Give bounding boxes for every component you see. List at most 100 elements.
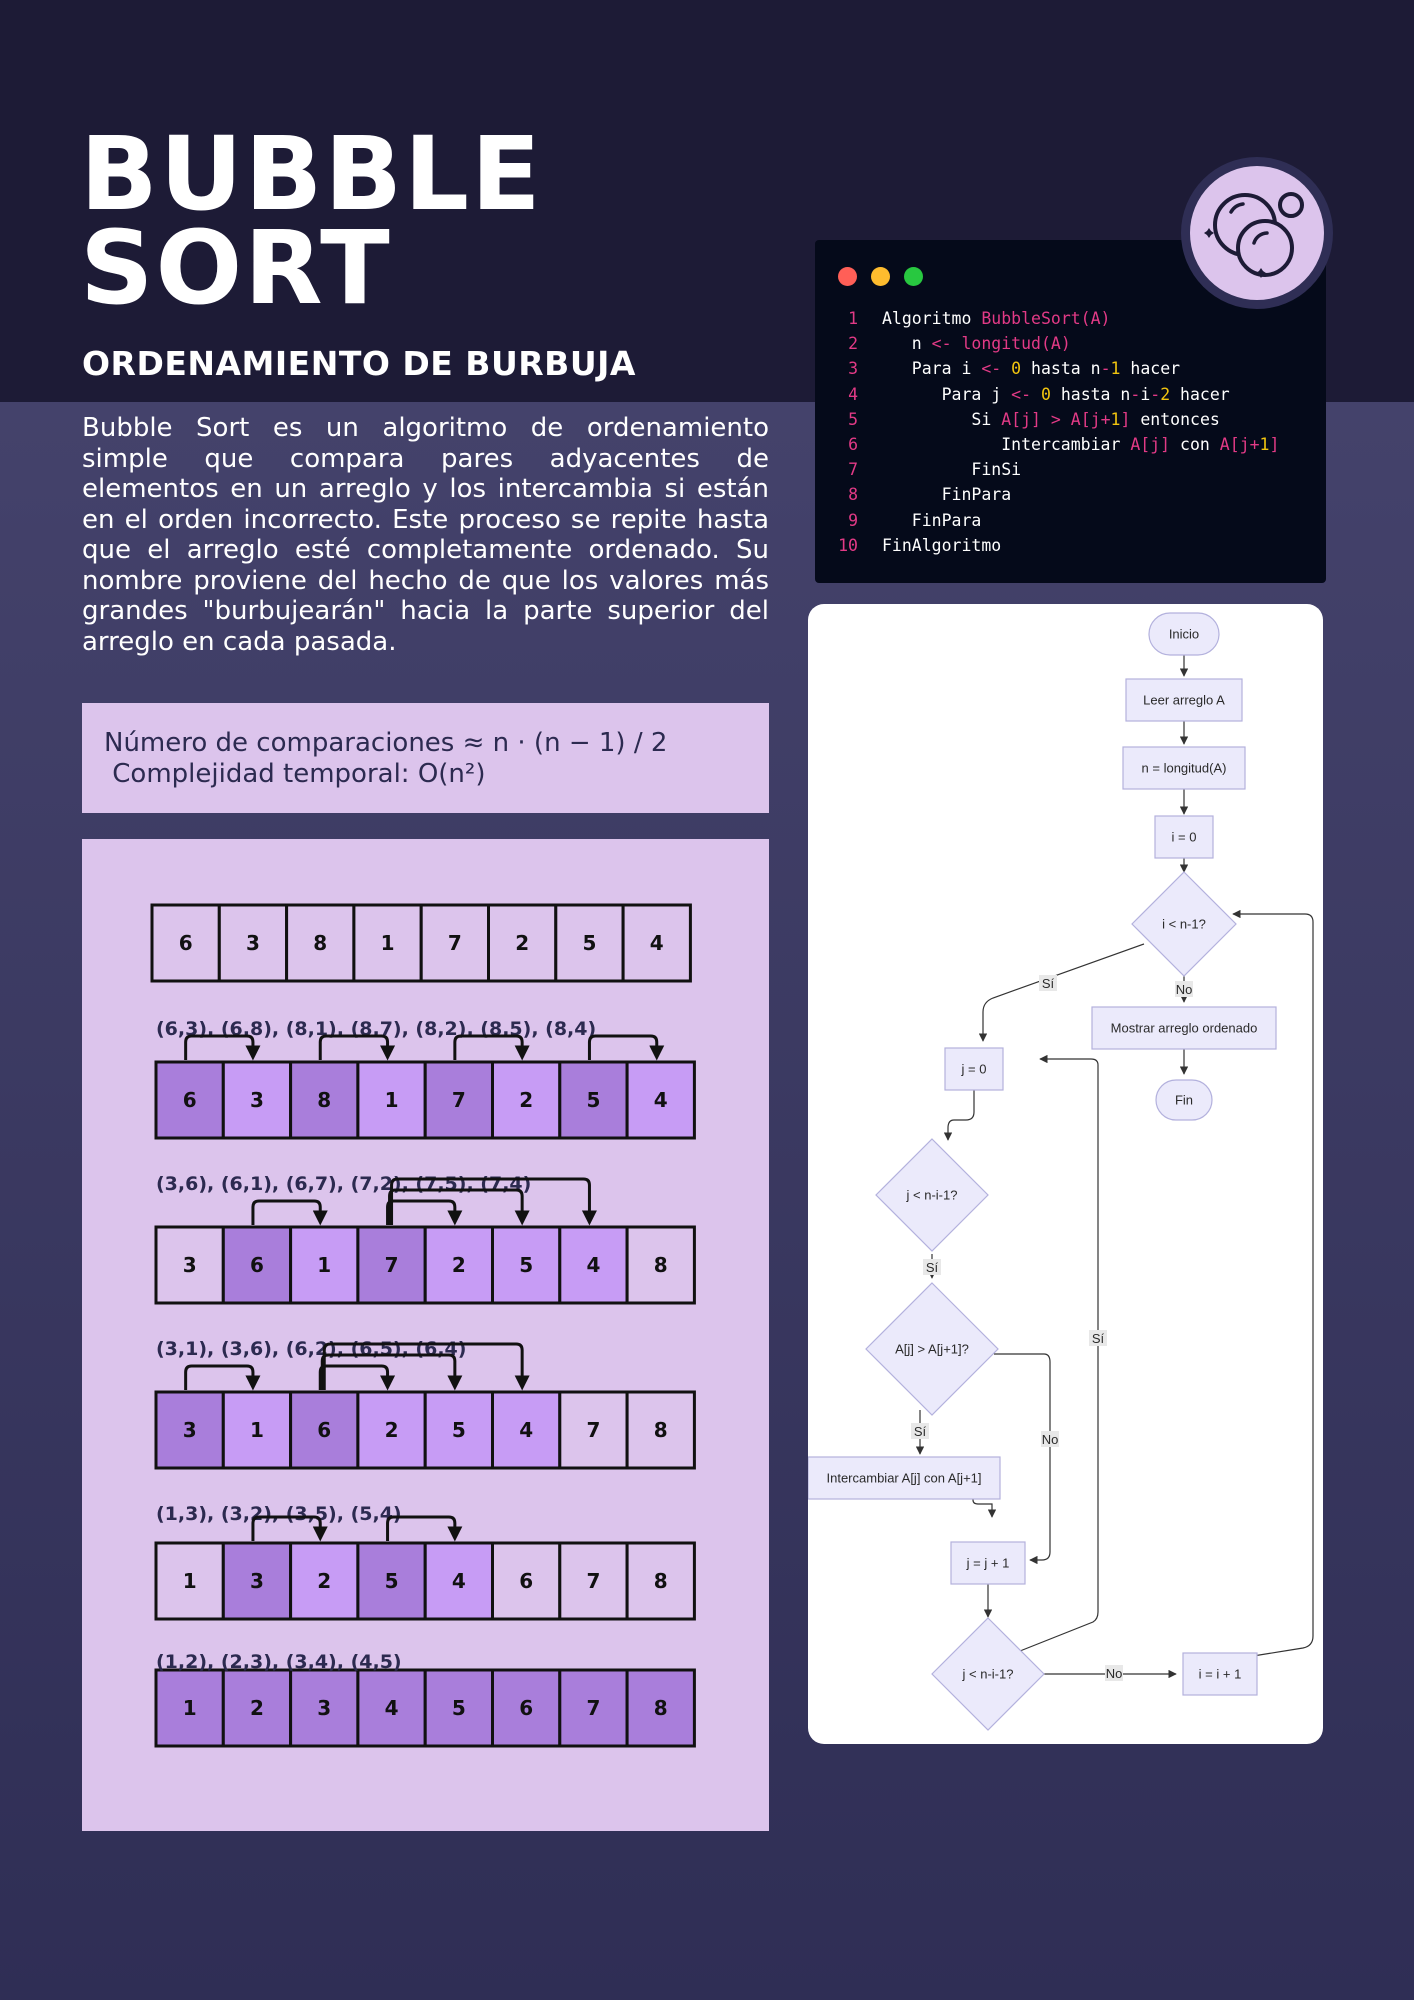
pass-comparisons-label: (3,1), (3,6), (6,2), (6,5), (6,4) (156, 1338, 466, 1360)
code-token: FinPara (882, 485, 1012, 505)
array-cell-value: 6 (179, 931, 193, 955)
code-token: FinSi (882, 460, 1022, 480)
array-cell (625, 1541, 696, 1621)
array-cell-value: 7 (586, 1418, 600, 1442)
code-token: FinPara (882, 510, 982, 530)
array-cell (423, 1541, 495, 1621)
array-cell (621, 903, 692, 983)
node-cond-i-label: i < n-1? (1162, 917, 1206, 932)
edge-label-bg (1089, 1330, 1107, 1346)
node-cond-i-box (1131, 871, 1237, 977)
array-cell-value: 4 (650, 931, 664, 955)
swap-arc (318, 1364, 396, 1391)
array-cell (491, 1390, 562, 1470)
code-token: BubbleSort(A) (981, 309, 1111, 328)
node-inicio-label: Inicio (1169, 627, 1199, 642)
code-text: Si A[j] > A[j+1] entonces (882, 407, 1219, 432)
code-token: Para j (882, 384, 1012, 404)
array-cell-value: 1 (183, 1696, 197, 1720)
array-cell-value: 5 (519, 1253, 533, 1277)
node-n-init-label: n = longitud(A) (1142, 761, 1227, 776)
swap-arc (587, 1034, 665, 1061)
array-cell-value: 6 (317, 1418, 331, 1442)
code-line: 9 FinPara (815, 508, 1326, 533)
node-i-inc-box (1182, 1652, 1258, 1696)
array-cell (289, 1390, 360, 1470)
array-cell (625, 1390, 696, 1470)
code-token (1031, 385, 1041, 404)
array-cell (625, 1668, 696, 1748)
window-maximize-dot (904, 267, 923, 286)
code-token: Para i (882, 359, 982, 379)
edge-label-bg (1105, 1665, 1123, 1681)
code-token: A[j+ (1219, 434, 1260, 454)
node-swap-box (808, 1456, 1001, 1500)
code-text: Intercambiar A[j] con A[j+1] (882, 432, 1279, 457)
code-token: A[j+ (1070, 409, 1111, 429)
node-fin-label: Fin (1175, 1093, 1193, 1108)
array-cell-value: 7 (586, 1696, 600, 1720)
node-n-init-box (1122, 746, 1246, 790)
code-line: 4 Para j <- 0 hasta n-i-2 hacer (815, 382, 1326, 407)
code-token (1001, 359, 1011, 378)
array-cell (423, 1668, 495, 1748)
array-cell-value: 3 (183, 1253, 197, 1277)
complexity-formula: Complejidad temporal: O(n²) (104, 759, 486, 789)
code-line: 5 Si A[j] > A[j+1] entonces (815, 407, 1326, 432)
node-fin-box (1155, 1079, 1213, 1121)
code-token: <- (931, 334, 952, 354)
node-cond-swap-label: A[j] > A[j+1]? (895, 1342, 969, 1357)
array-cell-value: 3 (317, 1696, 331, 1720)
array-cell-value: 2 (515, 931, 529, 955)
array-cell-value: 7 (586, 1569, 600, 1593)
code-token: Intercambiar (882, 434, 1131, 454)
pass-comparisons-label: (1,2), (2,3), (3,4), (4,5) (156, 1651, 402, 1673)
array-cell (356, 1060, 427, 1140)
node-mostrar-box (1091, 1006, 1277, 1050)
swap-arc (320, 1353, 463, 1391)
array-cell-value: 8 (654, 1696, 668, 1720)
array-cell (625, 1060, 696, 1140)
node-cond-swap-box (865, 1282, 999, 1416)
node-cond-j2-box (931, 1617, 1045, 1731)
code-token: hacer (1170, 384, 1230, 404)
line-number: 2 (848, 334, 858, 354)
edge-iinc-condi (1215, 909, 1314, 1663)
description-paragraph: Bubble Sort es un algoritmo de ordenamie… (82, 413, 769, 657)
edge-label-yes: Sí (926, 1260, 939, 1275)
array-cell-value: 7 (385, 1253, 399, 1277)
swap-arc (388, 1188, 530, 1226)
code-line: 6 Intercambiar A[j] con A[j+1] (815, 432, 1326, 457)
line-number: 6 (848, 434, 858, 454)
code-token: 1 (1110, 359, 1121, 379)
swap-arc (453, 1034, 530, 1061)
edge-label-no: No (1106, 1666, 1123, 1681)
code-token: i (1140, 384, 1151, 404)
array-cell-value: 1 (385, 1088, 399, 1112)
code-token: 1 (1110, 409, 1121, 429)
code-token: A[j] (1130, 434, 1171, 454)
swap-arc (386, 1515, 463, 1542)
array-cell-value: 6 (519, 1696, 533, 1720)
code-line: 3 Para i <- 0 hasta n-1 hacer (815, 356, 1326, 381)
code-token: - (1100, 359, 1111, 379)
array-cell (423, 1060, 495, 1140)
swap-arc (251, 1515, 328, 1542)
code-token: - (1150, 384, 1161, 404)
page-title: BUBBLE SORT (80, 124, 543, 320)
array-cell-value: 2 (452, 1253, 466, 1277)
node-inicio-box (1148, 612, 1220, 656)
array-cell (356, 1390, 427, 1470)
edge-label-no: No (1176, 982, 1193, 997)
array-cell-value: 8 (313, 931, 327, 955)
node-leer-label: Leer arreglo A (1143, 693, 1225, 708)
code-text: FinPara (882, 482, 1012, 507)
edge-label-bg (1039, 975, 1057, 991)
array-cell-value: 4 (654, 1088, 668, 1112)
line-number: 7 (848, 460, 858, 480)
code-token: > (1040, 409, 1071, 429)
